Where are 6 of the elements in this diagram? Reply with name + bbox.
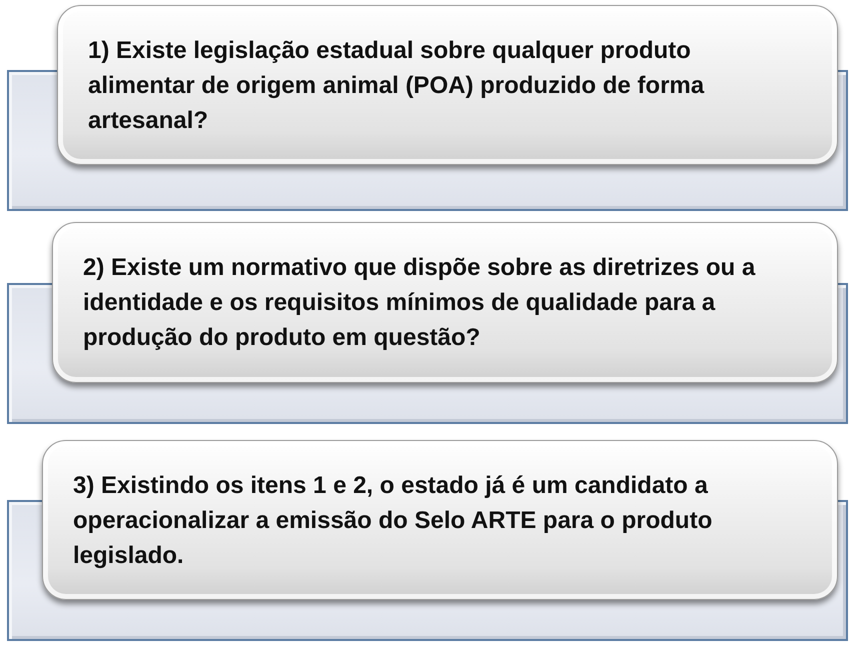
rounded-box	[52, 222, 838, 383]
question-text: 1) Existe legislação estadual sobre qualquer produto alimentar de origem animal (POA) produzido de forma artesanal?	[88, 36, 706, 136]
rounded-box	[42, 440, 838, 600]
question-text: 2) Existe um normativo que dispõe sobre as diretrizes ou a identidade e os requisitos mínimos de qualidade para a produção do produto em questão?	[83, 253, 756, 353]
question-text: 3) Existindo os itens 1 e 2, o estado já é um candidato a operacionalizar a emissão do Selo ARTE para o produto legislado.	[73, 470, 714, 570]
rounded-box	[57, 5, 838, 165]
